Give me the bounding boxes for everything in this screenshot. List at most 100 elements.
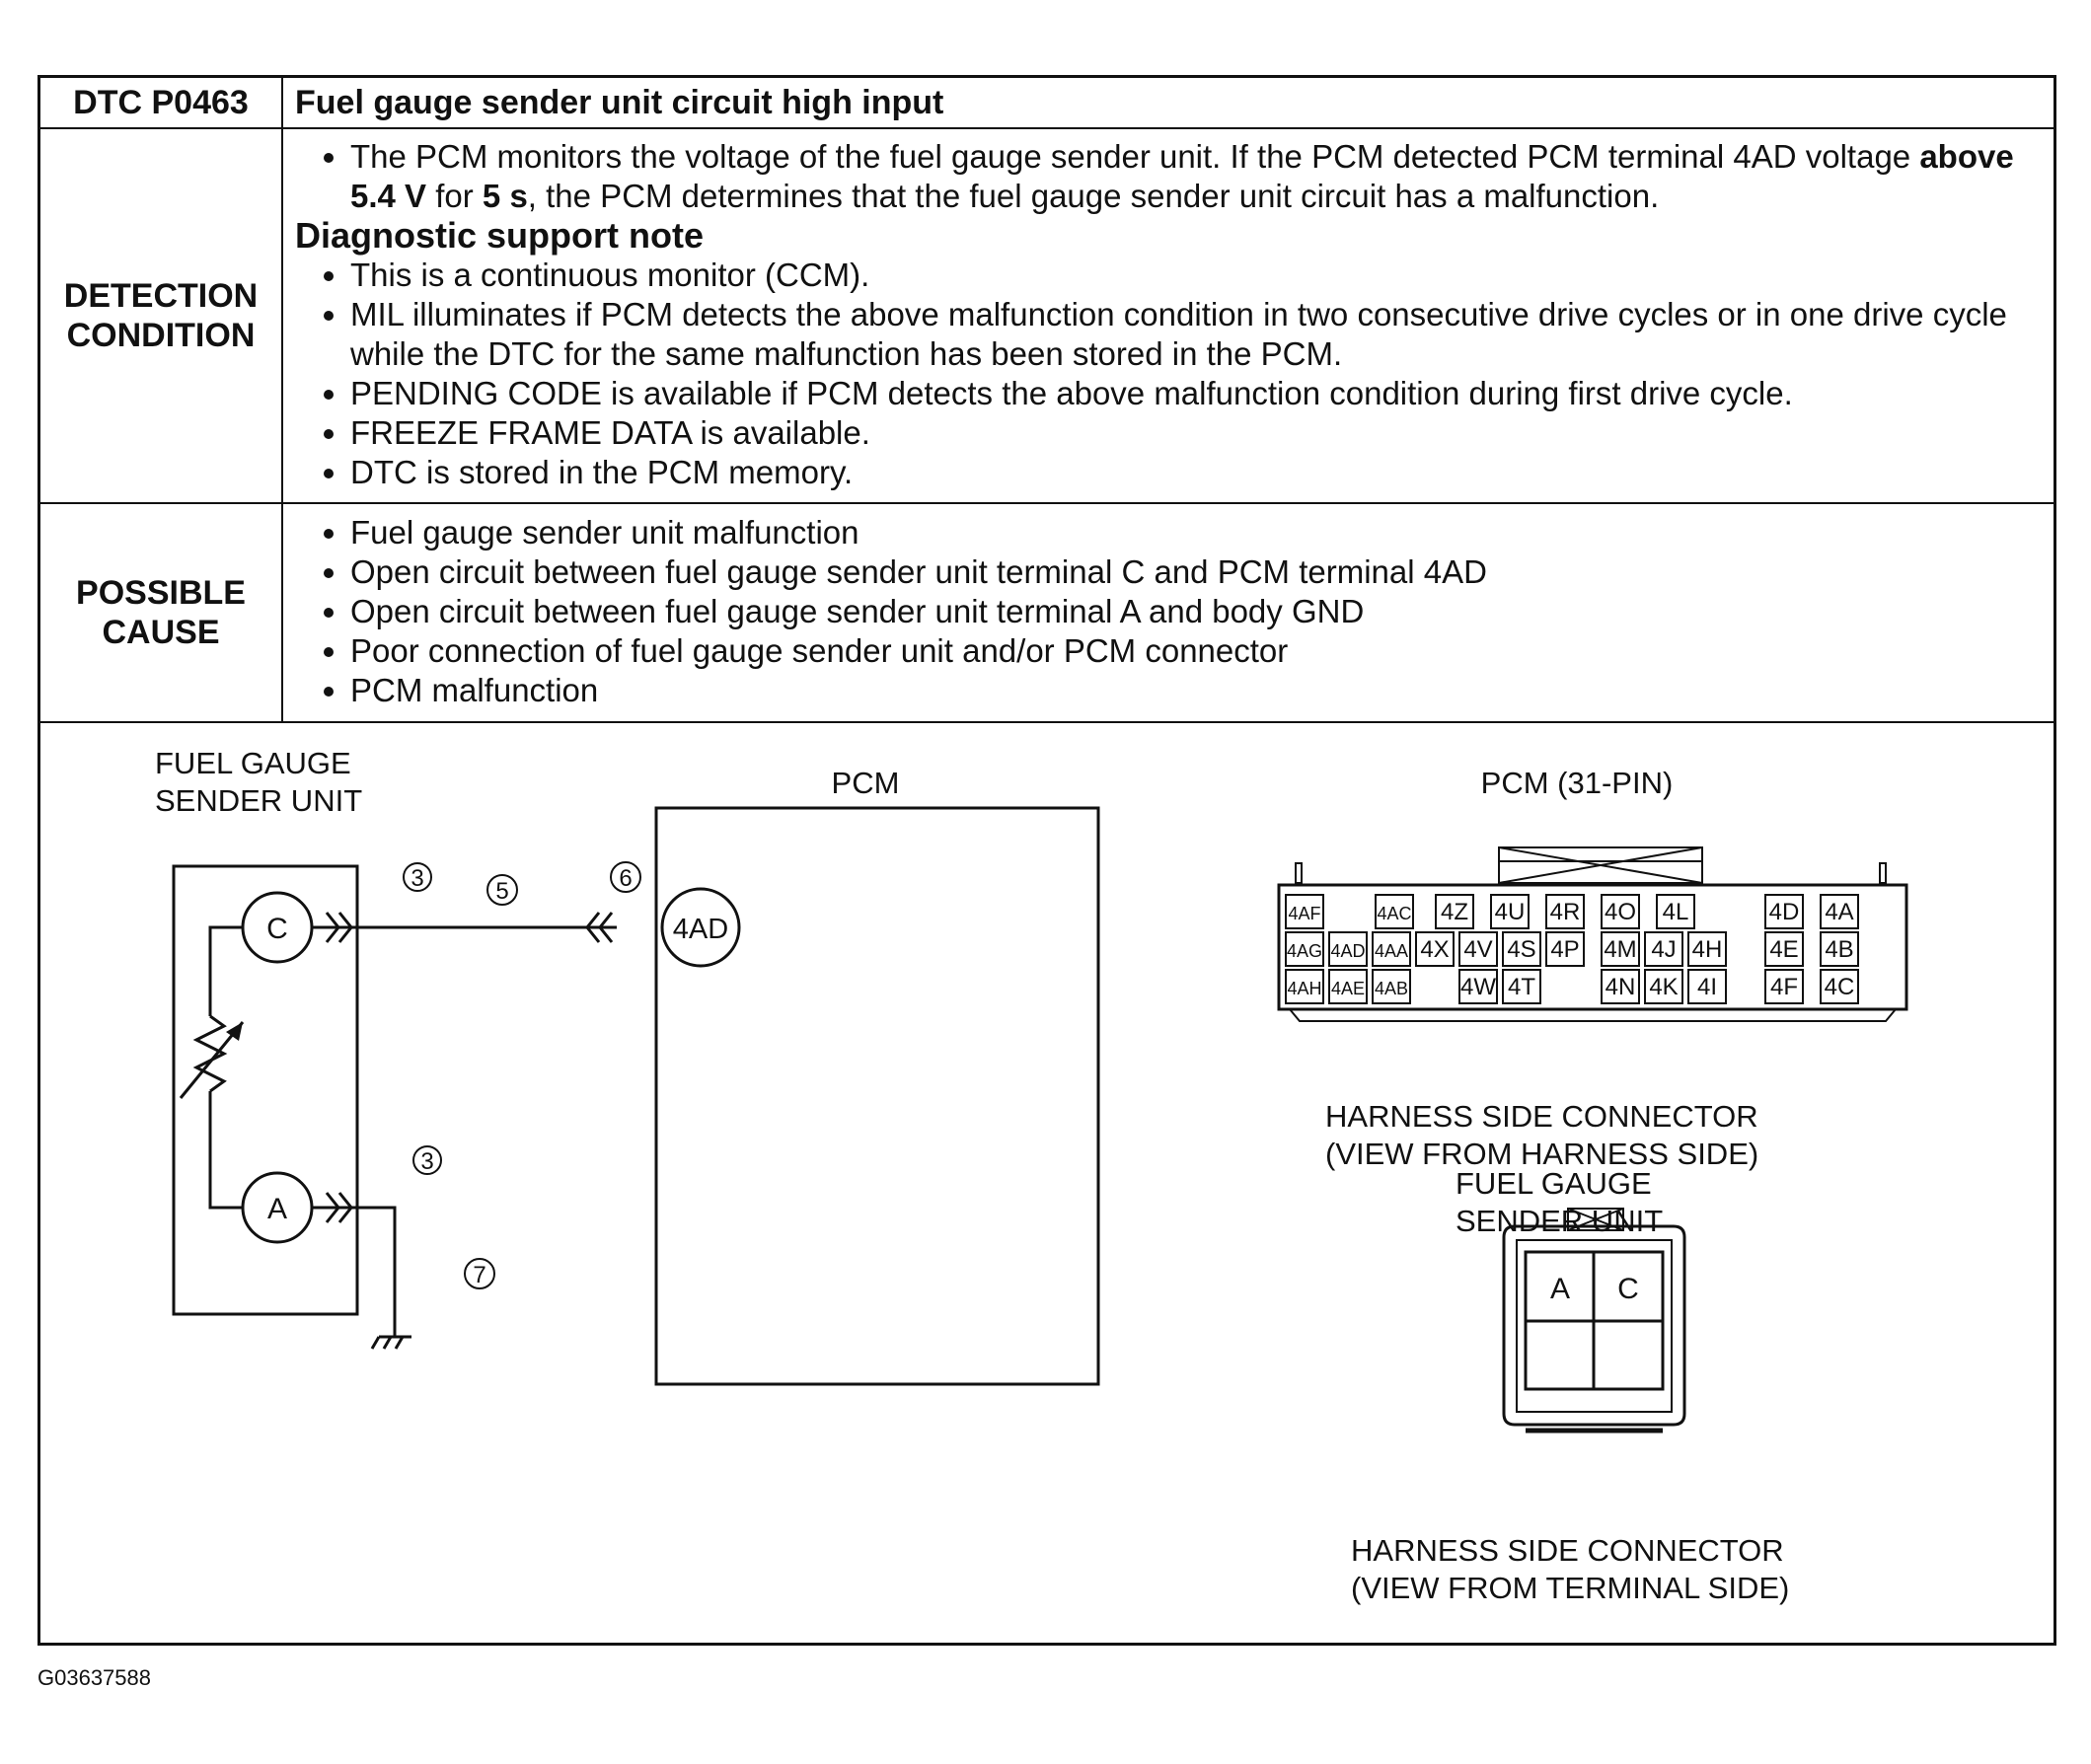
detection-row: DETECTION CONDITION The PCM monitors the…	[40, 127, 2054, 504]
pcm-pin-cell	[1375, 894, 1414, 929]
pcm-pin-label: 4Z	[1441, 899, 1468, 925]
dtc-title: Fuel gauge sender unit circuit high inpu…	[281, 78, 2054, 129]
pcm-pin-cell	[1601, 894, 1640, 929]
pcm-pin-cell	[1285, 931, 1324, 967]
terminal-a-label: A	[267, 1193, 287, 1225]
pcm-pin-label: 4E	[1769, 936, 1798, 963]
pcm-pin-cell	[1820, 931, 1859, 967]
pcm-pin-cell	[1764, 931, 1804, 967]
pcm-pin-cell	[1502, 969, 1541, 1004]
pcm-connector-latch	[1498, 846, 1703, 884]
pcm-pin-cell	[1285, 969, 1324, 1004]
detection-content: The PCM monitors the voltage of the fuel…	[281, 127, 2054, 504]
pcm-pin-cell	[1545, 894, 1585, 929]
connector-3-top-chevron1	[325, 912, 340, 943]
pcm-pin-label: 4X	[1420, 936, 1449, 963]
pcm-pin-label: 4S	[1507, 936, 1535, 963]
pcm-pin-cell	[1687, 931, 1727, 967]
pcm-pin-cell	[1820, 969, 1859, 1004]
pcm-pin-cell	[1820, 894, 1859, 929]
time-threshold: 5 s	[482, 178, 528, 214]
terminal-4ad-label: 4AD	[673, 914, 728, 945]
cause-item: Poor connection of fuel gauge sender uni…	[350, 631, 2044, 671]
callout-3-bottom	[412, 1145, 442, 1175]
detection-label-line1: DETECTION	[63, 277, 259, 315]
dtc-table: DTC P0463 Fuel gauge sender unit circuit…	[40, 78, 2054, 723]
connector-3-bottom-chevron1	[325, 1192, 340, 1223]
pcm-pin-cell	[1687, 969, 1727, 1004]
pcm-pin-label: 4I	[1697, 974, 1717, 1000]
pcm-pin-label: 4V	[1463, 936, 1492, 963]
pcm-pin-label: 4T	[1508, 974, 1535, 1000]
pcm-pin-label: 4B	[1825, 936, 1853, 963]
pcm-pin-label: 4L	[1663, 899, 1689, 925]
pcm-pin-label: 4C	[1825, 974, 1855, 1000]
pcm-pin-cell	[1328, 931, 1368, 967]
figure-id: G03637588	[37, 1665, 151, 1690]
sender-connector-outline	[1502, 1224, 1686, 1427]
pcm-pin-label: 4R	[1550, 899, 1581, 925]
header-row: DTC P0463 Fuel gauge sender unit circuit…	[40, 78, 2054, 129]
cause-label: POSSIBLE CAUSE	[40, 502, 283, 723]
cause-item: Fuel gauge sender unit malfunction	[350, 513, 2044, 552]
pcm-pin-label: 4F	[1770, 974, 1798, 1000]
pcm-pin-label: 4N	[1606, 974, 1636, 1000]
detection-main-list: The PCM monitors the voltage of the fuel…	[295, 137, 2044, 216]
detection-main-end: , the PCM determines that the fuel gauge…	[527, 178, 1660, 214]
pcm-pin-cell	[1545, 931, 1585, 967]
pcm-pin-label: 4W	[1460, 974, 1496, 1000]
pcm-label: PCM	[832, 766, 900, 800]
support-note-item: MIL illuminates if PCM detects the above…	[350, 295, 2044, 374]
pcm-connector-peg-left	[1295, 862, 1303, 884]
pcm-pin-cell	[1435, 894, 1474, 929]
wire-a-to-ground	[312, 1206, 397, 1337]
cause-item: Open circuit between fuel gauge sender u…	[350, 592, 2044, 631]
pcm-connector-caption: HARNESS SIDE CONNECTOR (VIEW FROM HARNES…	[1325, 1099, 1759, 1171]
cause-item: Open circuit between fuel gauge sender u…	[350, 552, 2044, 592]
pcm-box	[654, 806, 1100, 1386]
pcm-pin-label: 4H	[1692, 936, 1723, 963]
callout-3-top-label: 3	[411, 865, 423, 892]
terminal-4ad-circle	[660, 887, 741, 968]
detection-main-mid: for	[426, 178, 483, 214]
pcm-pin-label: 4P	[1550, 936, 1579, 963]
pcm-pin-cell	[1285, 894, 1324, 929]
sender-internal-wire-low	[208, 1091, 243, 1210]
callout-5-label: 5	[495, 878, 508, 905]
callout-3-bottom-label: 3	[420, 1148, 433, 1175]
pcm-connector-base	[1289, 1008, 1897, 1022]
pcm-pin-cell	[1372, 969, 1411, 1004]
sender-unit-label: FUEL GAUGE SENDER UNIT	[155, 746, 363, 818]
support-note-list: This is a continuous monitor (CCM). MIL …	[295, 256, 2044, 492]
pcm-pin-cell	[1644, 931, 1683, 967]
callout-7	[464, 1258, 495, 1289]
cause-content: Fuel gauge sender unit malfunction Open …	[281, 502, 2054, 723]
terminal-c-label: C	[266, 913, 288, 945]
detection-label: DETECTION CONDITION	[40, 127, 283, 504]
support-note-item: PENDING CODE is available if PCM detects…	[350, 374, 2044, 413]
pcm-pin-cell	[1502, 931, 1541, 967]
cause-label-line2: CAUSE	[102, 614, 220, 651]
dtc-sheet: DTC P0463 Fuel gauge sender unit circuit…	[37, 75, 2056, 1646]
pcm-pin-cell	[1458, 931, 1498, 967]
sender-connector-title: FUEL GAUGE SENDER UNIT	[1456, 1166, 1664, 1238]
cause-list: Fuel gauge sender unit malfunction Open …	[295, 513, 2044, 710]
callout-7-label: 7	[473, 1262, 485, 1288]
pcm-connector-peg-right	[1879, 862, 1887, 884]
connector-3-bottom-chevron2	[337, 1192, 353, 1223]
support-note-item: FREEZE FRAME DATA is available.	[350, 413, 2044, 453]
detection-main-item: The PCM monitors the voltage of the fuel…	[350, 137, 2044, 216]
pcm-pin-label: 4AB	[1375, 979, 1408, 998]
pcm-pin-label: 4J	[1651, 936, 1676, 963]
pcm-pin-cell	[1372, 931, 1411, 967]
pcm-pin-label: 4AC	[1377, 904, 1411, 923]
pcm-pin-cell	[1656, 894, 1695, 929]
sender-pin-a-label: A	[1550, 1273, 1570, 1305]
cause-item: PCM malfunction	[350, 671, 2044, 710]
variable-resistor	[192, 1014, 228, 1093]
callout-6-label: 6	[619, 865, 632, 892]
support-note-item: DTC is stored in the PCM memory.	[350, 453, 2044, 492]
sender-pin-c-label: C	[1617, 1273, 1639, 1305]
